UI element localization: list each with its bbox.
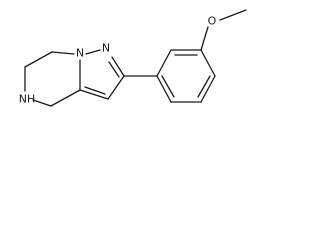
bond-c4-c3a — [50, 89, 81, 107]
chemical-structure-diagram: N N NH O — [19, 9, 247, 107]
bond-n8-n1 — [85, 49, 101, 55]
atom-label-nh: NH — [19, 93, 36, 106]
bond-ar4-ar5 — [200, 75, 216, 103]
bond-n1-c2-inner — [108, 61, 120, 78]
bond-o-ch3 — [219, 9, 247, 21]
bond-n1-c2 — [111, 56, 125, 77]
bond-c7-c6 — [24, 51, 53, 68]
bond-c3-c3a-inner — [84, 86, 106, 95]
bond-ar6-ar1 — [156, 75, 172, 103]
bond-ar1-ar2 — [156, 49, 172, 77]
bond-c2-c3 — [107, 75, 125, 100]
bond-ar6-ar1-inner — [161, 75, 175, 98]
bond-ar4-ar5-inner — [197, 75, 211, 98]
bond-c3-c3a — [79, 89, 109, 100]
bond-n8-c7 — [51, 51, 75, 55]
bond-n5-c4 — [32, 99, 52, 107]
atom-label-o: O — [208, 15, 217, 28]
bond-ar3-ar4 — [200, 49, 216, 77]
atom-label-n-bridgehead: N — [76, 47, 84, 60]
atom-label-n-pyrazole: N — [102, 42, 110, 55]
bond-ar2-o — [200, 26, 209, 51]
